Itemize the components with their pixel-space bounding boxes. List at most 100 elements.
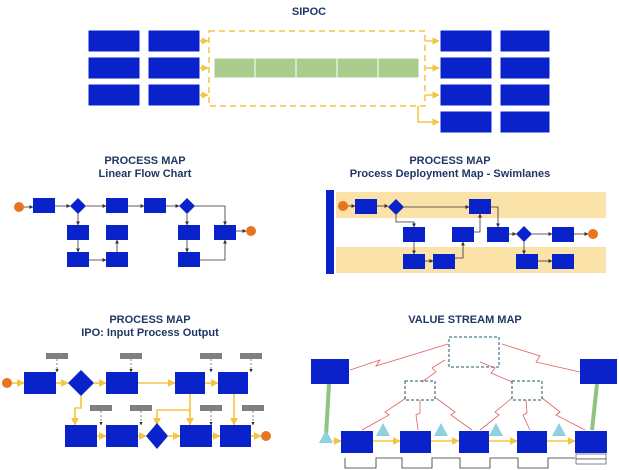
data-box xyxy=(575,453,607,460)
process-box xyxy=(65,425,97,447)
flow-arrow xyxy=(200,239,227,261)
inventory-triangle xyxy=(489,423,503,436)
info-flow-line xyxy=(501,343,581,373)
process-box xyxy=(403,227,425,242)
info-flow-line xyxy=(541,397,586,431)
sipoc-output-box xyxy=(439,56,493,80)
info-flow-line xyxy=(349,343,449,371)
vsm-process-box xyxy=(459,431,489,453)
sipoc-customer-box xyxy=(499,83,551,107)
process-box xyxy=(106,372,138,394)
sipoc-supplier-box xyxy=(87,83,141,107)
vsm-process-box xyxy=(517,431,547,453)
process-box xyxy=(175,372,205,394)
sipoc-arrow xyxy=(417,106,440,126)
sipoc-diagram xyxy=(87,29,551,134)
flow-arrow xyxy=(491,206,500,228)
process-box xyxy=(214,225,236,240)
linear-flow-heading: PROCESS MAP xyxy=(104,155,186,167)
ipo-title: PROCESS MAP IPO: Input Process Output xyxy=(40,314,260,340)
ipo-input-bar xyxy=(90,405,112,411)
sipoc-process-step xyxy=(377,57,420,79)
process-box xyxy=(469,199,491,214)
flow-arrow xyxy=(153,409,191,426)
decision-diamond xyxy=(70,198,86,214)
info-flow-line xyxy=(435,397,473,431)
process-box xyxy=(552,227,574,242)
flow-arrow xyxy=(71,396,82,426)
process-box xyxy=(67,252,89,267)
sipoc-output-box xyxy=(439,110,493,134)
ipo-input-bar xyxy=(200,353,222,359)
vsm-diagram xyxy=(311,336,617,469)
process-box xyxy=(487,227,509,242)
linear-flow-title: PROCESS MAP Linear Flow Chart xyxy=(40,155,250,181)
swimlane-subtitle: Process Deployment Map - Swimlanes xyxy=(349,168,551,180)
customer-box xyxy=(580,359,617,384)
production-control-box xyxy=(448,336,500,368)
process-box xyxy=(178,225,200,240)
process-box xyxy=(106,198,128,213)
flow-arrow xyxy=(395,215,416,228)
sipoc-input-box xyxy=(147,29,201,53)
schedule-box xyxy=(404,380,436,401)
process-box xyxy=(552,254,574,269)
end-node xyxy=(588,229,598,239)
ipo-input-bar xyxy=(242,405,264,411)
data-box xyxy=(575,458,607,465)
info-flow-line xyxy=(479,361,513,383)
decision-diamond xyxy=(516,226,532,242)
sipoc-customer-box xyxy=(499,56,551,80)
ipo-input-bar xyxy=(130,405,152,411)
inventory-triangle xyxy=(319,430,333,443)
swimlane-title: PROCESS MAP Process Deployment Map - Swi… xyxy=(330,155,570,181)
process-box xyxy=(106,425,138,447)
process-box xyxy=(355,199,377,214)
supplier-pole xyxy=(324,383,331,437)
ipo-diagram xyxy=(2,353,271,449)
sipoc-input-box xyxy=(147,83,201,107)
sipoc-customer-box xyxy=(499,110,551,134)
ipo-input-bar xyxy=(240,353,262,359)
flow-arrow xyxy=(474,213,482,233)
inventory-triangle xyxy=(552,423,566,436)
sipoc-process-step xyxy=(336,57,379,79)
linear-flow-diagram xyxy=(14,198,256,267)
sipoc-supplier-box xyxy=(87,56,141,80)
process-box xyxy=(106,252,128,267)
swimlane-diagram xyxy=(326,190,606,274)
sipoc-process-step xyxy=(295,57,338,79)
sipoc-input-box xyxy=(147,56,201,80)
process-box xyxy=(24,372,56,394)
start-node xyxy=(14,202,24,212)
vsm-process-box xyxy=(575,431,607,453)
flow-arrow xyxy=(195,205,227,226)
process-box xyxy=(516,254,538,269)
decision-diamond xyxy=(388,199,404,215)
vsm-title: VALUE STREAM MAP xyxy=(408,314,522,326)
ipo-input-bar xyxy=(200,405,222,411)
info-flow-line xyxy=(415,400,421,431)
decision-diamond xyxy=(179,198,195,214)
process-box xyxy=(144,198,166,213)
ipo-input-bar xyxy=(120,353,142,359)
swimlane-heading: PROCESS MAP xyxy=(409,155,491,167)
swimlane-header-bar xyxy=(326,190,334,274)
end-node xyxy=(246,226,256,236)
sipoc-process-step xyxy=(213,57,256,79)
process-box xyxy=(180,425,212,447)
sipoc-title: SIPOC xyxy=(291,6,327,18)
customer-pole xyxy=(590,383,599,431)
process-box xyxy=(33,198,55,213)
inventory-triangle xyxy=(376,423,390,436)
ipo-input-bar xyxy=(46,353,68,359)
flow-arrow xyxy=(455,241,465,259)
vsm-process-box xyxy=(400,431,431,453)
end-node xyxy=(261,431,271,441)
process-box xyxy=(403,254,425,269)
info-flow-line xyxy=(421,359,446,383)
process-box xyxy=(218,372,248,394)
process-box xyxy=(452,227,474,242)
inventory-triangle xyxy=(434,423,448,436)
